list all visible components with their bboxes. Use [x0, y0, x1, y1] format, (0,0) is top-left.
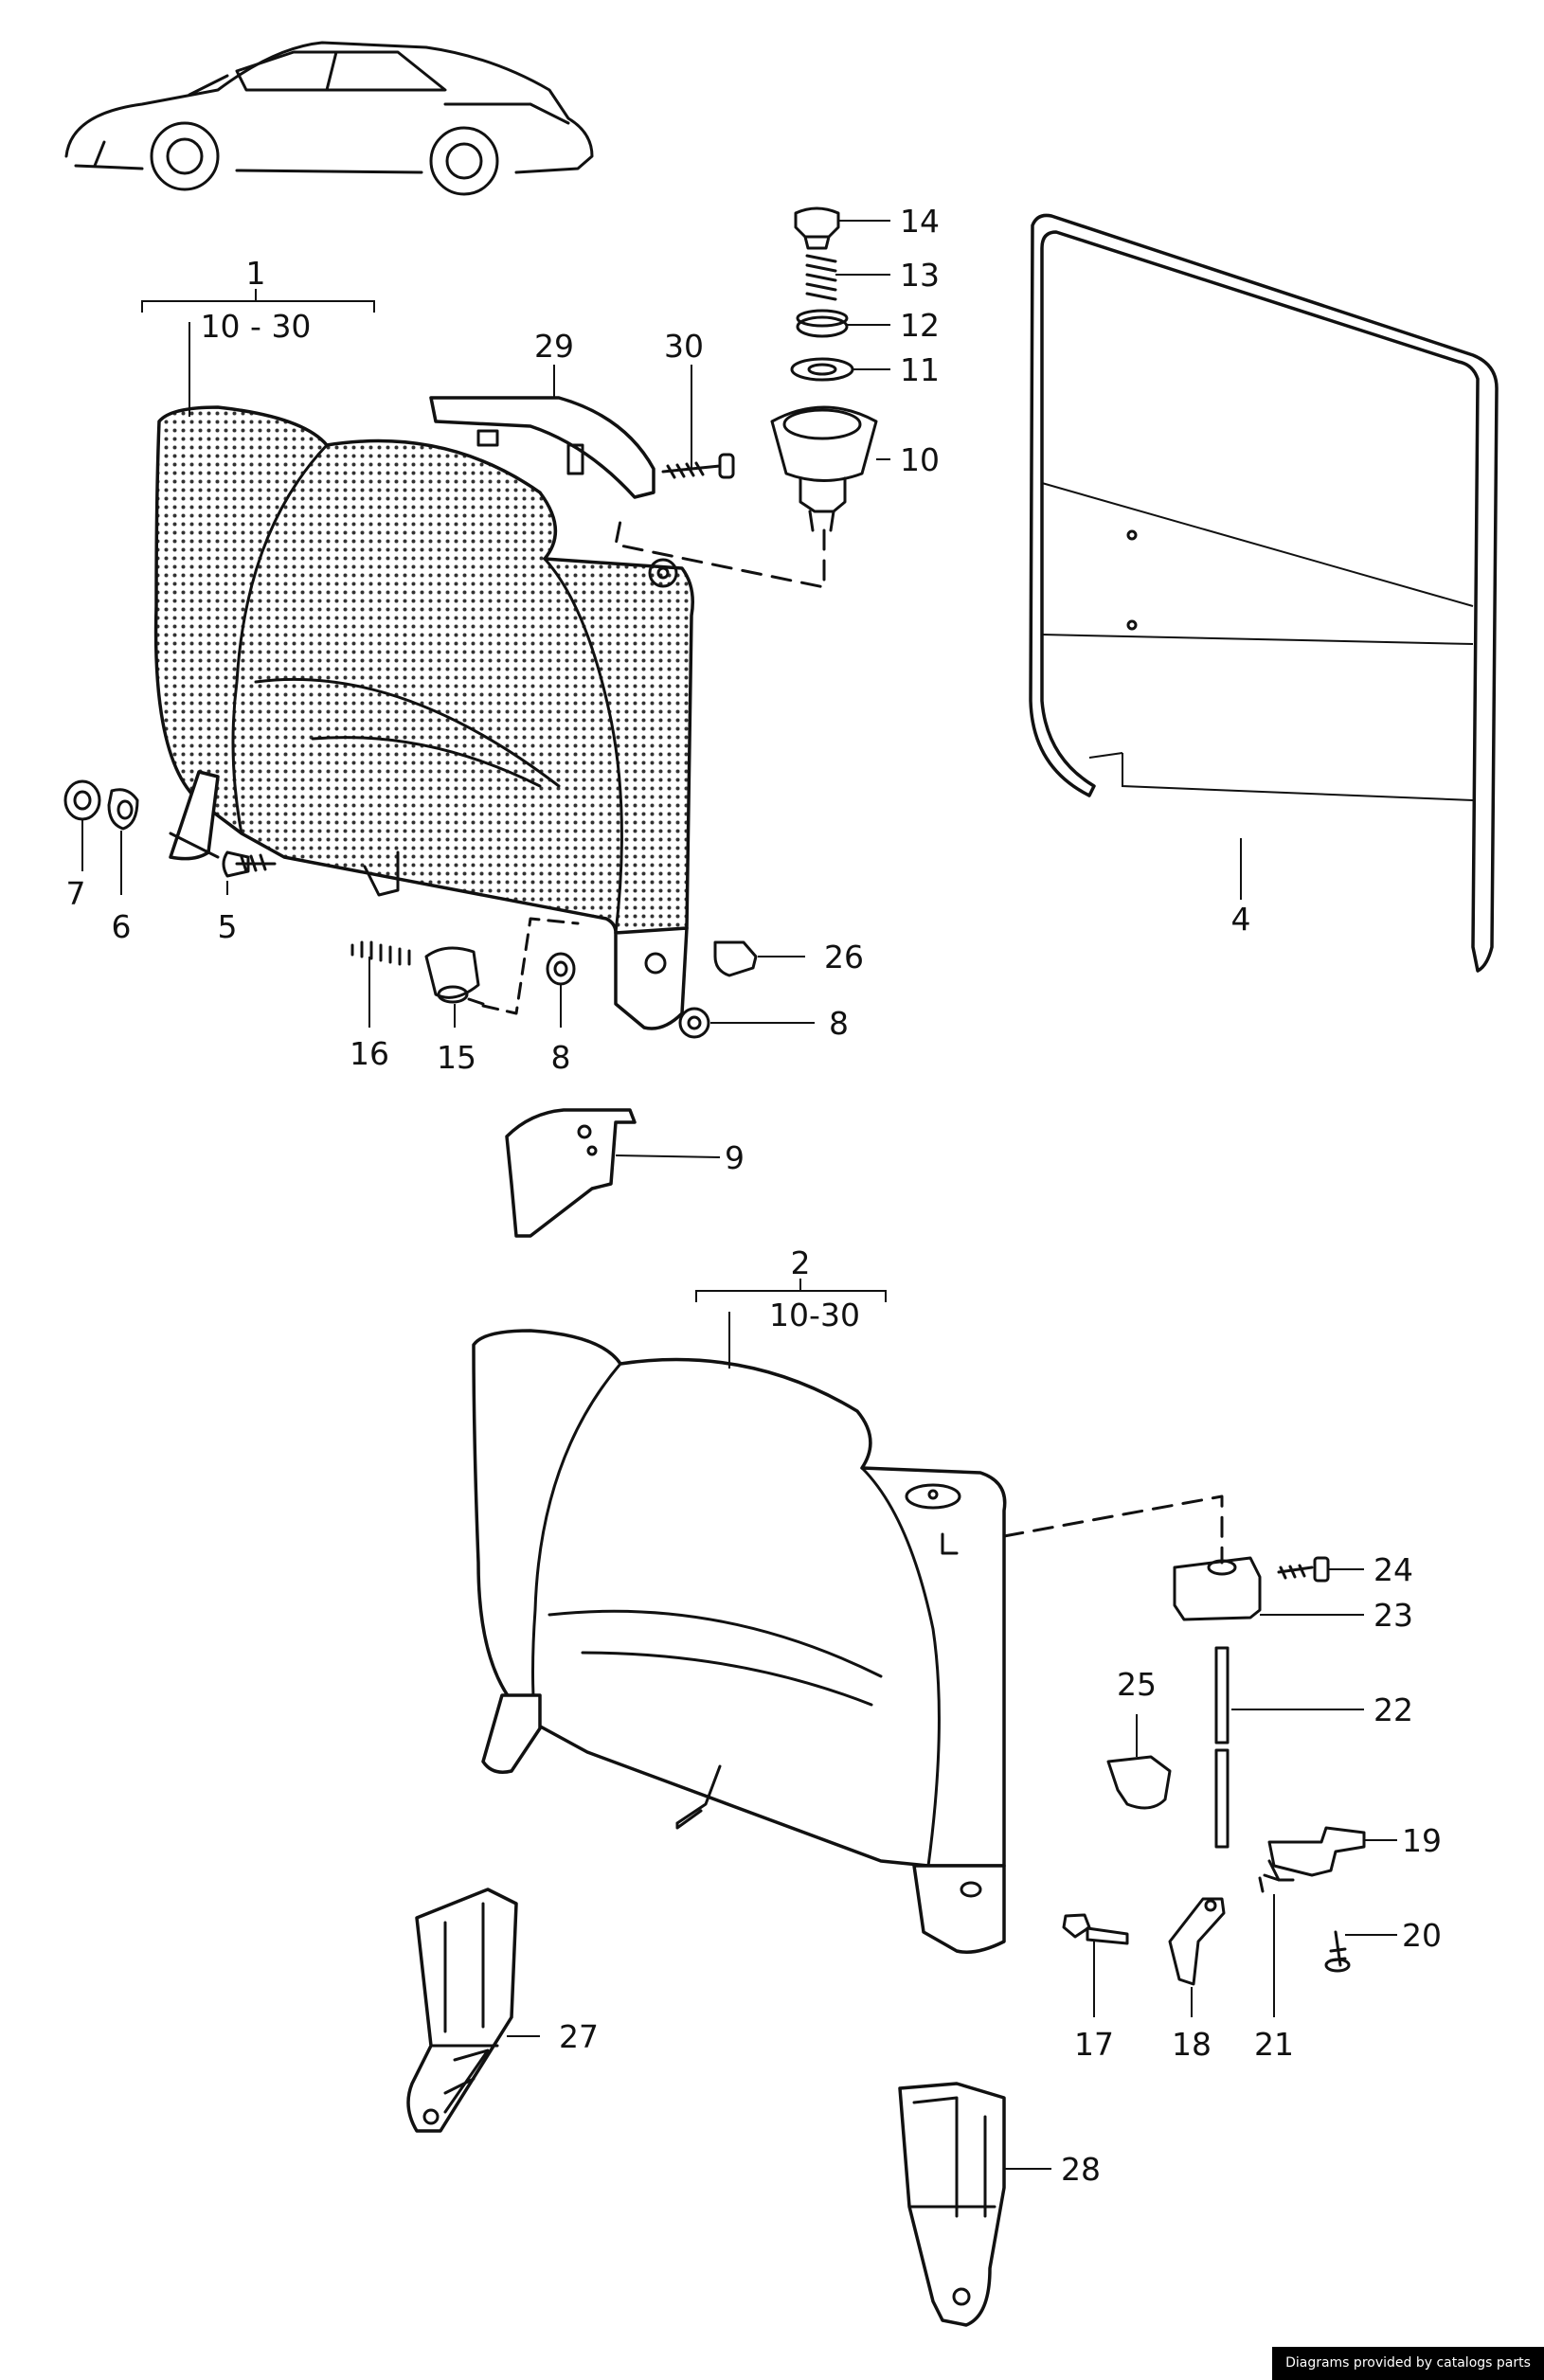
callout-26: 26 [824, 939, 864, 975]
callout-7: 7 [66, 875, 86, 912]
callout-10: 10 [900, 441, 940, 478]
hinge-bracket-parts [406, 1888, 1006, 2327]
callout-24: 24 [1373, 1551, 1413, 1588]
callout-15: 15 [437, 1039, 476, 1076]
seat-backrest-upper [153, 405, 694, 1030]
mounting-line [481, 917, 580, 1015]
callout-18: 18 [1172, 2026, 1212, 2063]
callout-6: 6 [112, 908, 132, 945]
callout-1: 1 [246, 255, 266, 292]
callout-9: 9 [725, 1139, 745, 1176]
mounting-line [614, 519, 826, 589]
credit-banner: Diagrams provided by catalogs parts [1272, 2347, 1544, 2380]
washer-bushing-parts [63, 779, 277, 878]
callout-30: 30 [664, 328, 704, 365]
screw-part [661, 453, 735, 479]
callout-labels: 1 10 - 30 2 10-30 4 5 6 7 8 8 9 10 11 12… [66, 203, 1443, 2188]
callout-29: 29 [534, 328, 574, 365]
callout-5: 5 [218, 908, 238, 945]
callout-12: 12 [900, 307, 940, 344]
callout-28: 28 [1061, 2151, 1101, 2188]
callout-13: 13 [900, 257, 940, 294]
callout-16: 16 [350, 1035, 389, 1072]
callout-2: 2 [791, 1244, 811, 1281]
callout-27: 27 [559, 2018, 599, 2055]
seat-backrest-lower [472, 1329, 1007, 1954]
callout-21: 21 [1254, 2026, 1294, 2063]
adjuster-parts [1062, 1556, 1366, 1986]
callout-17: 17 [1074, 2026, 1114, 2063]
callout-23: 23 [1373, 1597, 1413, 1634]
callout-1-range: 10 - 30 [201, 308, 312, 345]
rear-panel-part [1029, 213, 1499, 973]
callout-4: 4 [1231, 901, 1251, 938]
callout-11: 11 [900, 351, 940, 388]
mounting-line [1002, 1494, 1224, 1565]
callout-19: 19 [1402, 1822, 1442, 1859]
callout-14: 14 [900, 203, 940, 240]
callout-8-b: 8 [829, 1005, 849, 1042]
callout-8-a: 8 [551, 1039, 571, 1076]
car-silhouette-icon [64, 41, 594, 196]
callout-22: 22 [1373, 1691, 1413, 1728]
spring-bumper-parts [350, 940, 758, 1039]
callout-2-range: 10-30 [769, 1297, 860, 1333]
trim-strip-part [429, 396, 655, 499]
bracket-part [505, 1108, 637, 1238]
leader-lines [81, 220, 1397, 2170]
callout-20: 20 [1402, 1917, 1442, 1954]
callout-25: 25 [1117, 1666, 1157, 1703]
fastener-stack [770, 206, 878, 532]
